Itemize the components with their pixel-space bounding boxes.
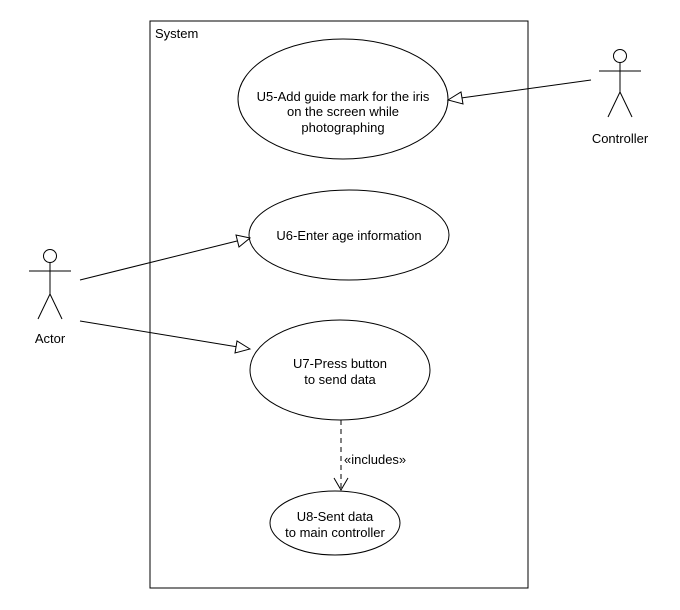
association-actor-u6-line	[79, 240, 238, 281]
use-case-u5-line-1: U5-Add guide mark for the iris	[257, 89, 430, 104]
association-actor-u6-arrowhead	[235, 234, 252, 248]
controller-actor: Controller	[592, 49, 649, 146]
actor-label: Actor	[35, 331, 66, 346]
association-controller-u5-arrowhead	[446, 91, 464, 105]
use-case-u8-ellipse	[269, 490, 401, 556]
use-case-u6: U6-Enter age information	[248, 189, 450, 281]
system-boundary-box	[149, 20, 529, 589]
association-actor-u7	[79, 320, 252, 354]
use-case-u7-line-2: to send data	[304, 372, 376, 387]
use-case-u5-line-3: photographing	[301, 120, 384, 135]
actor-actor: Actor	[29, 249, 71, 346]
controller-label: Controller	[592, 131, 649, 146]
actor-left-leg	[37, 293, 51, 320]
association-actor-u7-arrowhead	[234, 340, 252, 354]
use-case-u5-ellipse	[237, 38, 449, 160]
controller-head	[613, 49, 627, 63]
use-case-u7: U7-Press button to send data	[249, 319, 431, 421]
use-case-u5-line-2: on the screen while	[287, 104, 399, 119]
use-case-u7-line-1: U7-Press button	[293, 356, 387, 371]
use-case-u8-line-1: U8-Sent data	[297, 509, 374, 524]
actor-right-leg	[49, 293, 63, 320]
association-controller-u5-line	[460, 79, 592, 99]
include-u7-u8-arrowhead	[333, 477, 349, 491]
use-case-u8-line-2: to main controller	[285, 525, 385, 540]
actor-head	[43, 249, 57, 263]
use-case-u6-line-1: U6-Enter age information	[276, 228, 421, 243]
system-label: System	[155, 26, 198, 41]
controller-right-leg	[619, 91, 633, 118]
association-controller-u5	[446, 79, 592, 105]
controller-left-leg	[607, 91, 621, 118]
association-actor-u6	[79, 234, 252, 281]
use-case-u5: U5-Add guide mark for the iris on the sc…	[237, 38, 449, 160]
include-u7-u8: «includes»	[333, 420, 406, 491]
use-case-u8: U8-Sent data to main controller	[269, 490, 401, 556]
system-boundary: System	[149, 20, 529, 589]
association-actor-u7-line	[79, 320, 239, 348]
use-case-u7-ellipse	[249, 319, 431, 421]
include-u7-u8-label: «includes»	[344, 452, 406, 467]
use-case-u6-ellipse	[248, 189, 450, 281]
